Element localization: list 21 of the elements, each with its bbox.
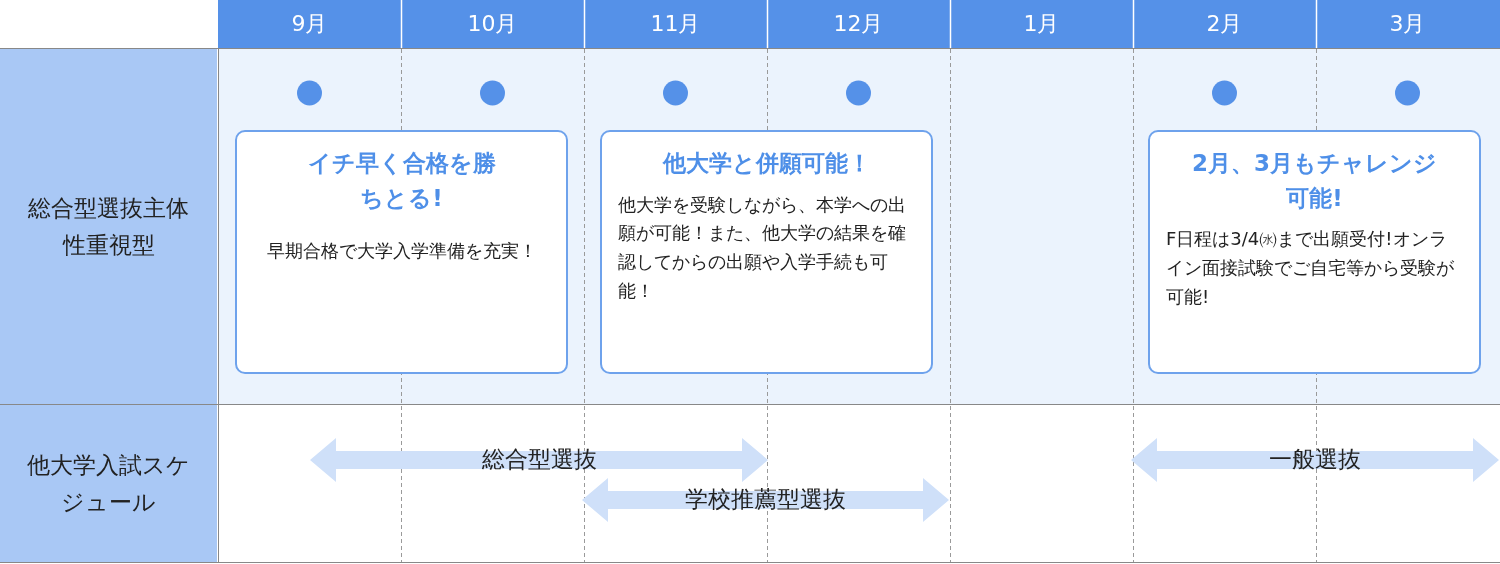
callout-card: [600, 130, 933, 374]
card-text: F日程は3/4㈬まで出願受付!オンライン面接試験でご自宅等から受験が可能!: [1166, 227, 1455, 309]
period-label: 学校推薦型選抜: [685, 485, 846, 514]
month-label: 12月: [833, 10, 884, 38]
period-label: 一般選抜: [1269, 445, 1361, 474]
callout-card: [235, 130, 568, 374]
card-text: 早期合格で大学入学準備を充実！: [266, 239, 537, 263]
month-label: 9月: [291, 10, 328, 38]
card-text: 他大学を受験しながら、本学への出願が可能！また、他大学の結果を確認してからの出願や入学手続も可能！: [618, 192, 907, 303]
card-heading: 2月、3月もチャレンジ可能!: [1191, 149, 1438, 213]
month-label: 3月: [1389, 10, 1426, 38]
card-heading: 他大学と併願可能！: [662, 149, 871, 178]
month-label: 2月: [1206, 10, 1243, 38]
callout-card: [1148, 130, 1481, 374]
month-label: 10月: [467, 10, 518, 38]
card-heading: イチ早く合格を勝ちとる!: [306, 149, 497, 213]
row-header: 他大学入試スケジュール: [26, 450, 191, 517]
row-header: 総合型選抜主体性重視型: [27, 193, 190, 260]
month-label: 1月: [1023, 10, 1060, 38]
month-label: 11月: [650, 10, 701, 38]
period-label: 総合型選抜: [481, 445, 597, 474]
